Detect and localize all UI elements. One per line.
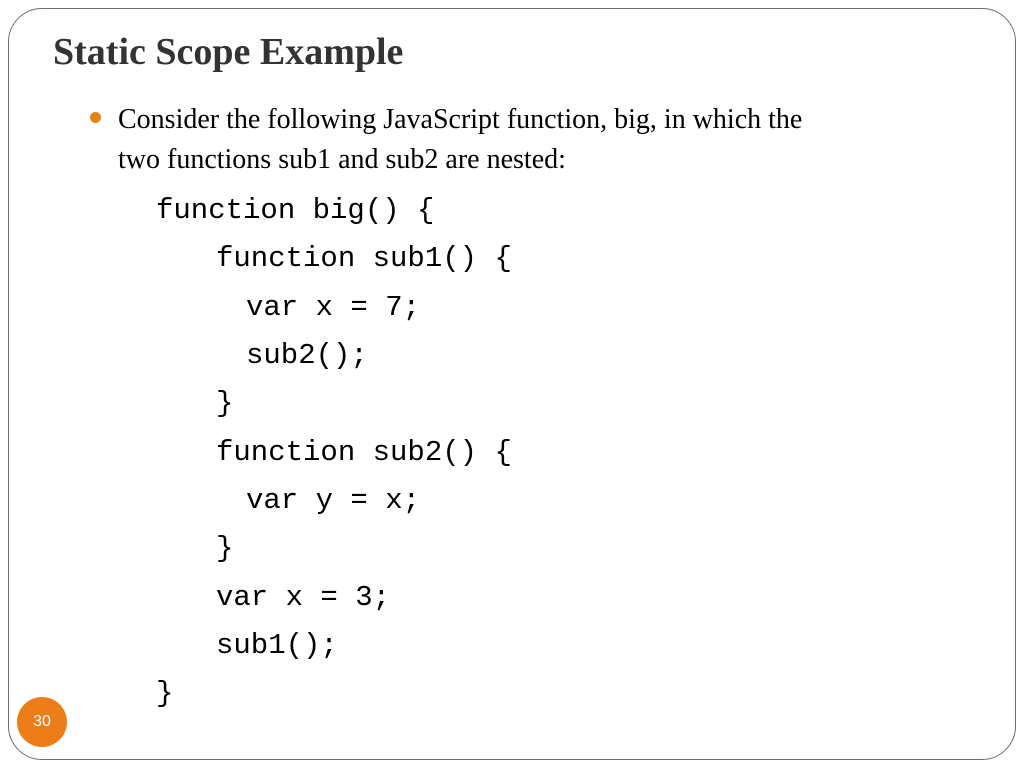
code-line: var x = 3;	[216, 581, 391, 614]
code-line: function big() {	[156, 194, 435, 227]
code-line: }	[216, 387, 234, 420]
slide-number-badge: 30	[17, 697, 67, 747]
code-line: var x = 7;	[246, 291, 421, 324]
code-line: sub1();	[216, 629, 338, 662]
code-line: sub2();	[246, 339, 368, 372]
slide-frame	[8, 8, 1016, 760]
code-line: }	[156, 677, 174, 710]
code-line: }	[216, 532, 234, 565]
slide-title: Static Scope Example	[53, 31, 404, 73]
bullet-line: Consider the following JavaScript functi…	[118, 104, 803, 135]
bullet-line: two functions sub1 and sub2 are nested:	[118, 144, 566, 175]
bullet-text: Consider the following JavaScript functi…	[118, 100, 938, 180]
code-line: function sub1() {	[216, 242, 512, 275]
bullet-dot-icon	[90, 112, 101, 123]
code-line: function sub2() {	[216, 436, 512, 469]
code-line: var y = x;	[246, 484, 421, 517]
